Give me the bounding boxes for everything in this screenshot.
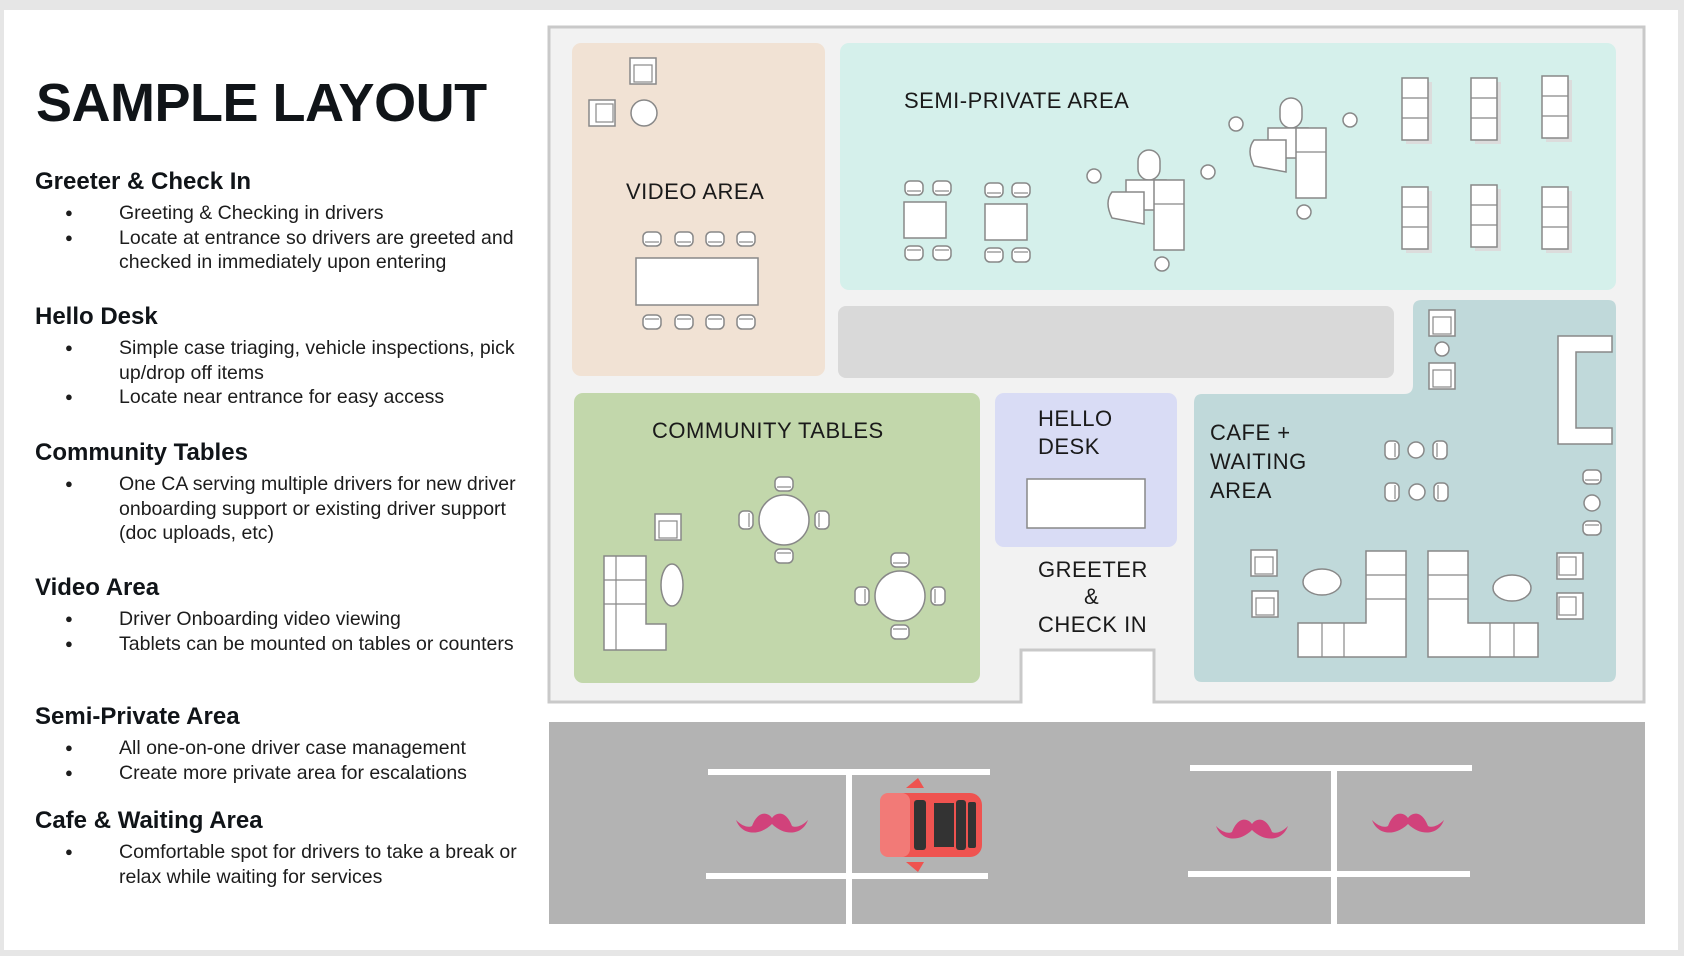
greeter-label-line1: GREETER [1038, 557, 1148, 582]
section-heading: Greeter & Check In [35, 168, 252, 195]
cafe-label-line2: WAITING [1210, 449, 1307, 474]
section-community-tables: Community Tables One CA serving multiple… [35, 439, 535, 546]
community-tables-label: COMMUNITY TABLES [652, 418, 884, 443]
bullet: Create more private area for escalations [35, 761, 535, 786]
video-area-label: VIDEO AREA [626, 179, 764, 204]
video-area-zone [572, 43, 825, 376]
section-heading: Hello Desk [35, 303, 158, 330]
section-heading: Community Tables [35, 439, 248, 466]
semi-private-zone [840, 43, 1616, 290]
floor-plan: VIDEO AREA SEMI-PRIVATE AREA [547, 25, 1646, 924]
video-furniture [588, 57, 759, 330]
cafe-label-line3: AREA [1210, 478, 1272, 503]
parking-lines [706, 765, 1472, 924]
bullet: Simple case triaging, vehicle inspection… [35, 336, 535, 385]
section-video-area: Video Area Driver Onboarding video viewi… [35, 574, 535, 656]
cafe-furniture [1250, 309, 1613, 658]
semi-private-label: SEMI-PRIVATE AREA [904, 88, 1129, 113]
community-furniture [603, 476, 946, 651]
semi-private-furniture [903, 75, 1573, 272]
bullet: Locate at entrance so drivers are greete… [35, 226, 535, 275]
greeter-label-line3: CHECK IN [1038, 612, 1147, 637]
section-heading: Semi-Private Area [35, 703, 240, 730]
hello-desk-label-line2: DESK [1038, 434, 1100, 459]
section-cafe: Cafe & Waiting Area Comfortable spot for… [35, 807, 535, 889]
section-hello-desk: Hello Desk Simple case triaging, vehicle… [35, 303, 535, 410]
section-semi-private: Semi-Private Area All one-on-one driver … [35, 703, 535, 785]
bullet: All one-on-one driver case management [35, 736, 535, 761]
parking-lot [549, 722, 1645, 924]
corridor [838, 306, 1394, 378]
bullet: Comfortable spot for drivers to take a b… [35, 840, 535, 889]
section-heading: Video Area [35, 574, 160, 601]
bullet: Locate near entrance for easy access [35, 385, 535, 410]
page-title: SAMPLE LAYOUT [36, 73, 487, 133]
cafe-label-line1: CAFE + [1210, 420, 1291, 445]
greeter-label-line2: & [1084, 584, 1099, 609]
hello-desk-label-line1: HELLO [1038, 406, 1113, 431]
slide: SAMPLE LAYOUT Greeter & Check In Greetin… [4, 10, 1678, 950]
bullet: Driver Onboarding video viewing [35, 607, 535, 632]
section-heading: Cafe & Waiting Area [35, 807, 263, 834]
hello-desk [1026, 478, 1146, 529]
bullet: Greeting & Checking in drivers [35, 201, 535, 226]
section-greeter: Greeter & Check In Greeting & Checking i… [35, 168, 535, 275]
bullet: Tablets can be mounted on tables or coun… [35, 632, 535, 657]
bullet: One CA serving multiple drivers for new … [35, 472, 535, 546]
car-icon [880, 778, 982, 872]
